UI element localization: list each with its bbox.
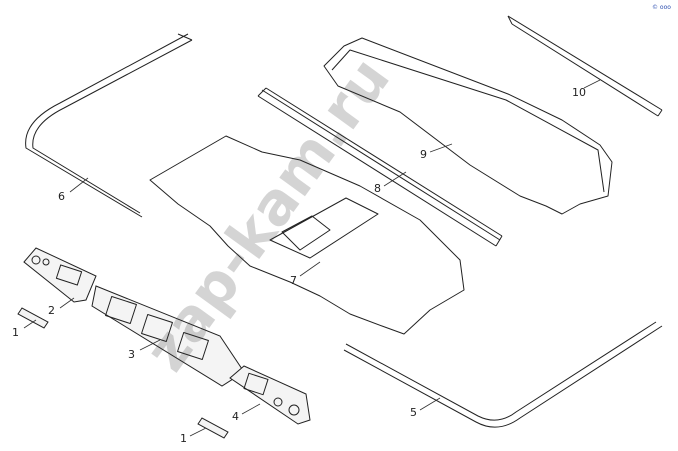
part-1-clip-upper bbox=[17, 307, 49, 329]
callout-2: 2 bbox=[48, 304, 55, 317]
watermark-text: zap-kam.ru bbox=[131, 45, 403, 383]
callout-8: 8 bbox=[374, 182, 381, 195]
callout-3: 3 bbox=[128, 348, 135, 361]
callout-1-upper: 1 bbox=[12, 326, 19, 339]
callout-4: 4 bbox=[232, 410, 239, 423]
part-1-clip-lower bbox=[197, 417, 229, 439]
leader-lines bbox=[23, 79, 601, 437]
part-8-center-strip bbox=[257, 87, 503, 247]
callout-9: 9 bbox=[420, 148, 427, 161]
part-10-right-rail bbox=[507, 15, 663, 117]
callout-10: 10 bbox=[572, 86, 586, 99]
part-9-rear-panel bbox=[323, 37, 613, 215]
part-4-right-end-panel bbox=[229, 365, 311, 425]
callout-7: 7 bbox=[290, 274, 297, 287]
corner-mark: © ooo bbox=[652, 4, 671, 11]
part-2-left-end-panel bbox=[23, 247, 97, 303]
callout-5: 5 bbox=[410, 406, 417, 419]
part-7-headliner-sheet bbox=[149, 135, 465, 335]
callout-6: 6 bbox=[58, 190, 65, 203]
part-5-lower-trim-rail bbox=[343, 321, 663, 428]
part-6-left-trim-rail bbox=[25, 33, 193, 218]
callout-1-lower: 1 bbox=[180, 432, 187, 445]
